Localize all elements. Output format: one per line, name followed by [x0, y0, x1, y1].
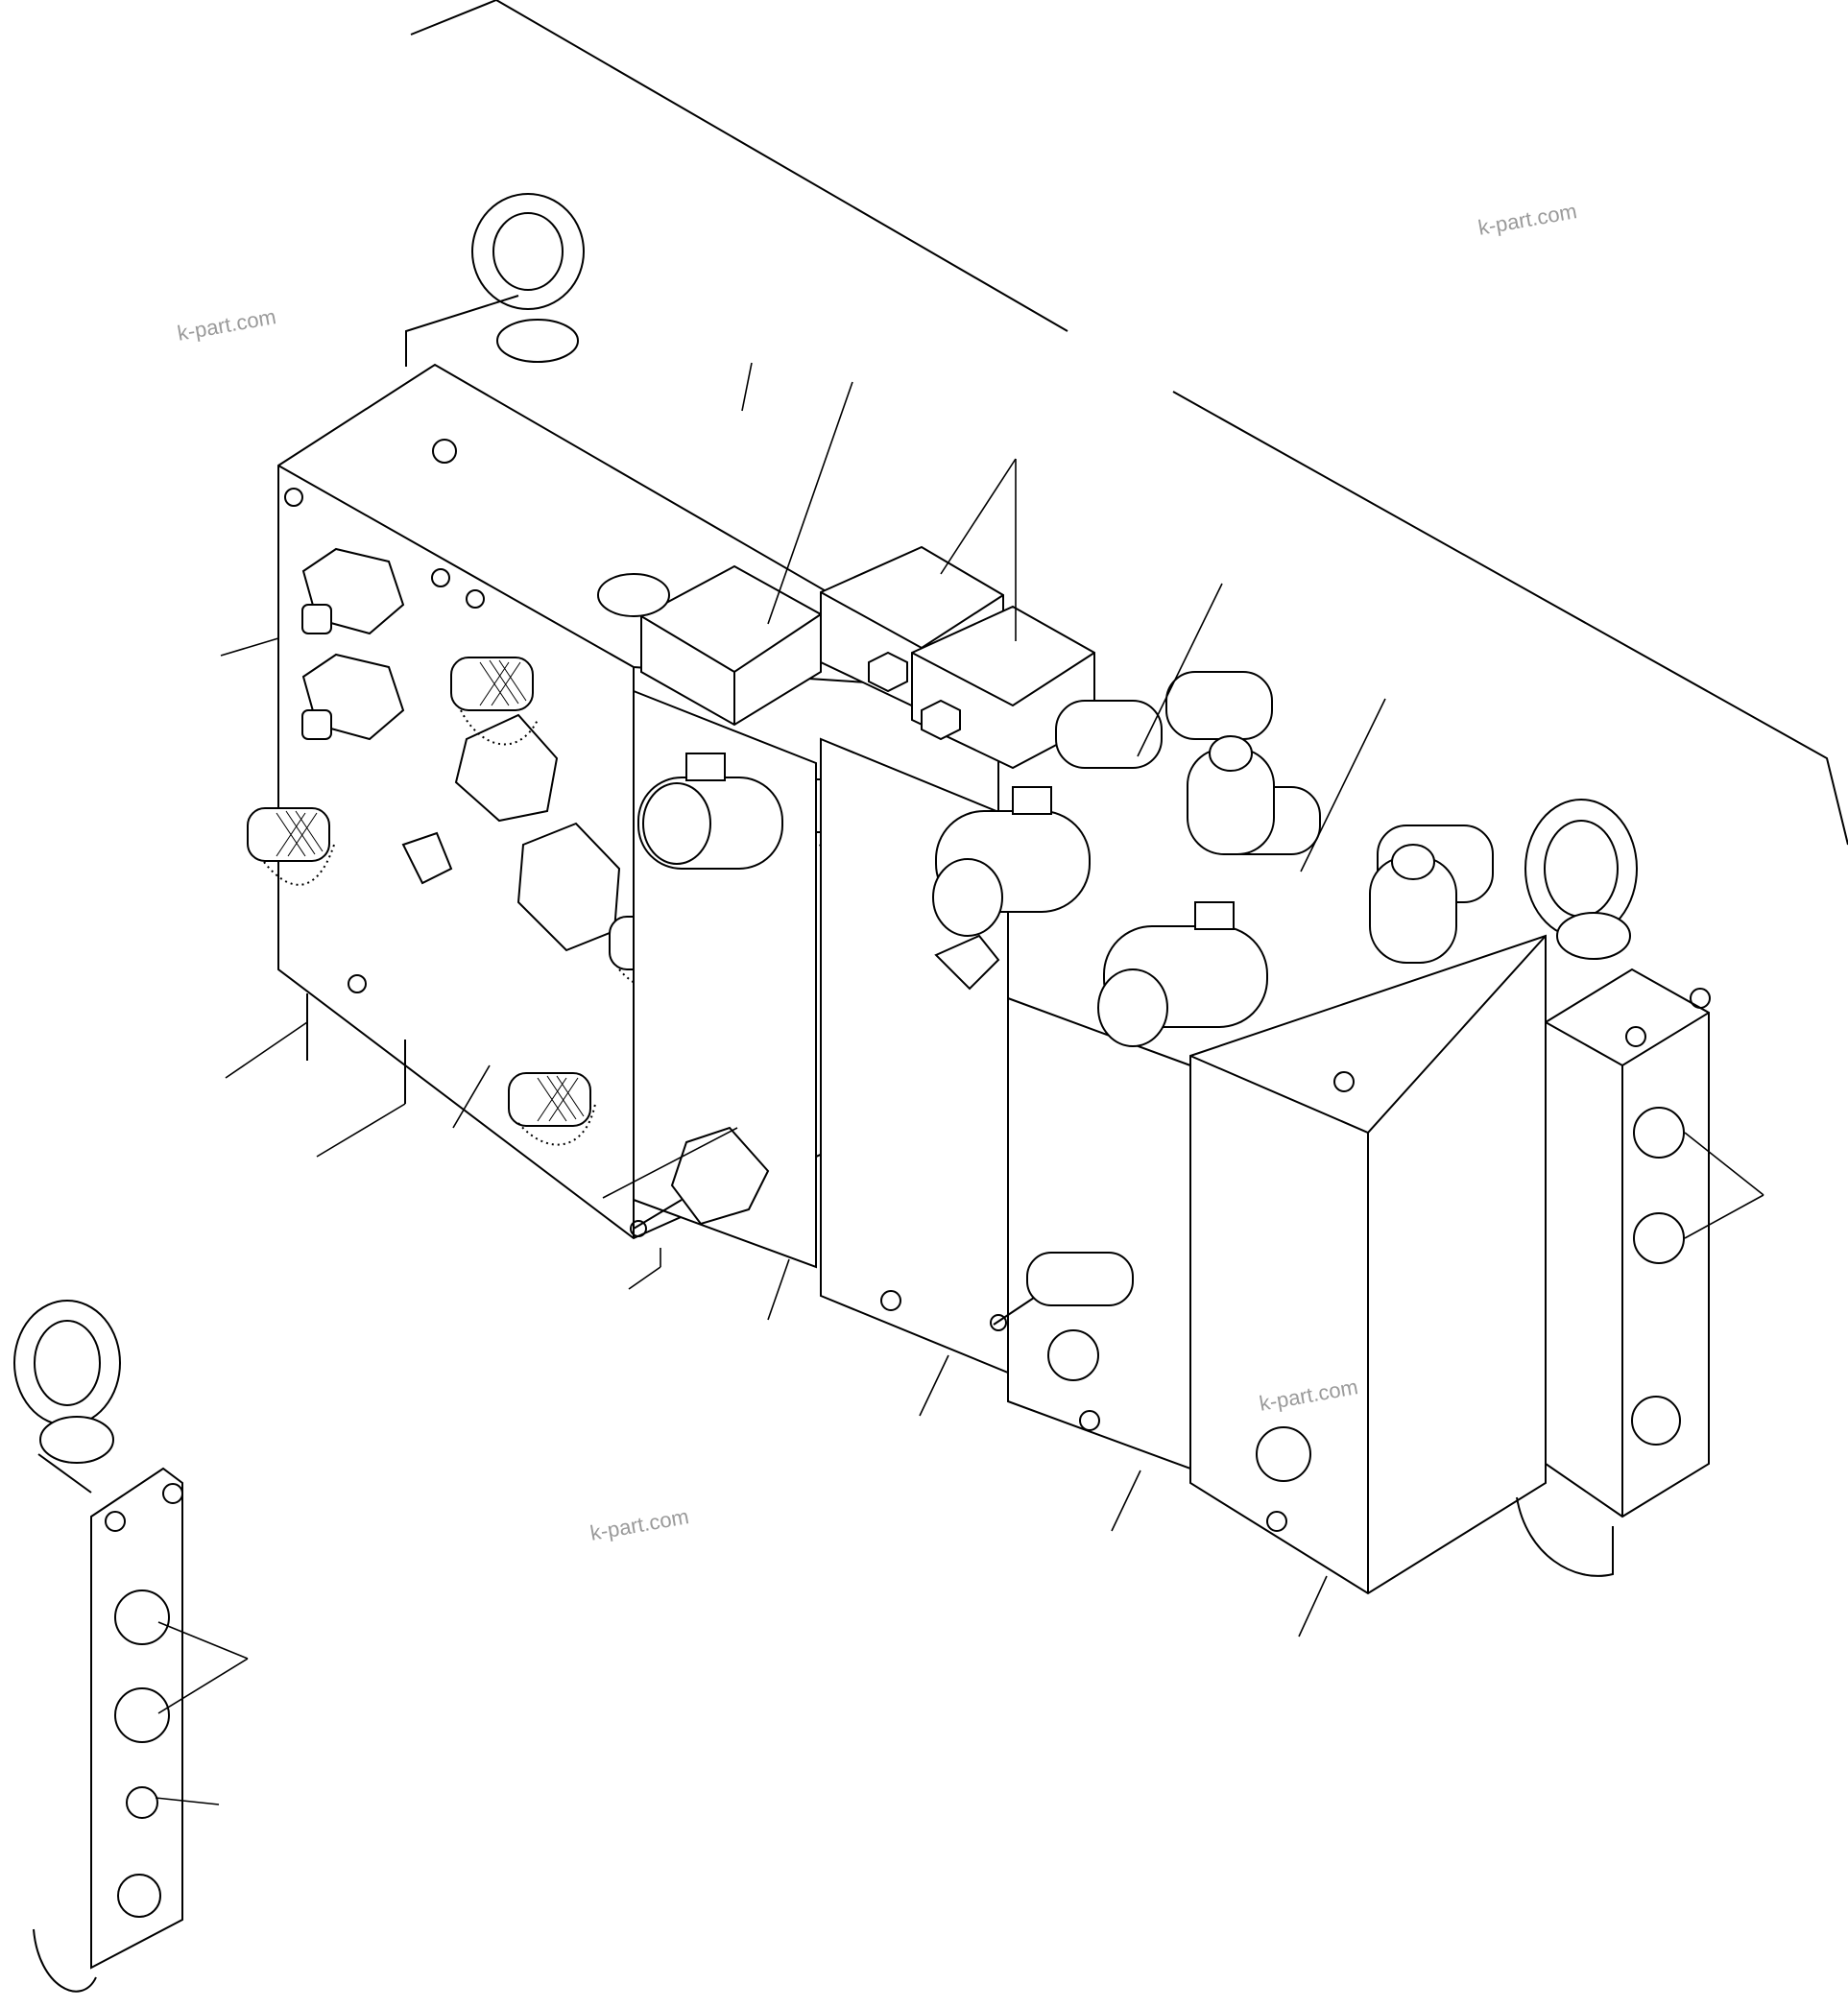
detached-end-plate [13, 1300, 183, 1993]
right-end-plate [1516, 799, 1711, 1577]
cartridge-valves [1187, 735, 1457, 964]
top-mounting-blocks [597, 545, 1095, 770]
callout-leader-lines [155, 362, 1764, 1805]
lifting-eye-bolt [471, 193, 585, 363]
background-frame-lines [410, 0, 1848, 846]
pressure-sensors [401, 831, 1134, 1331]
